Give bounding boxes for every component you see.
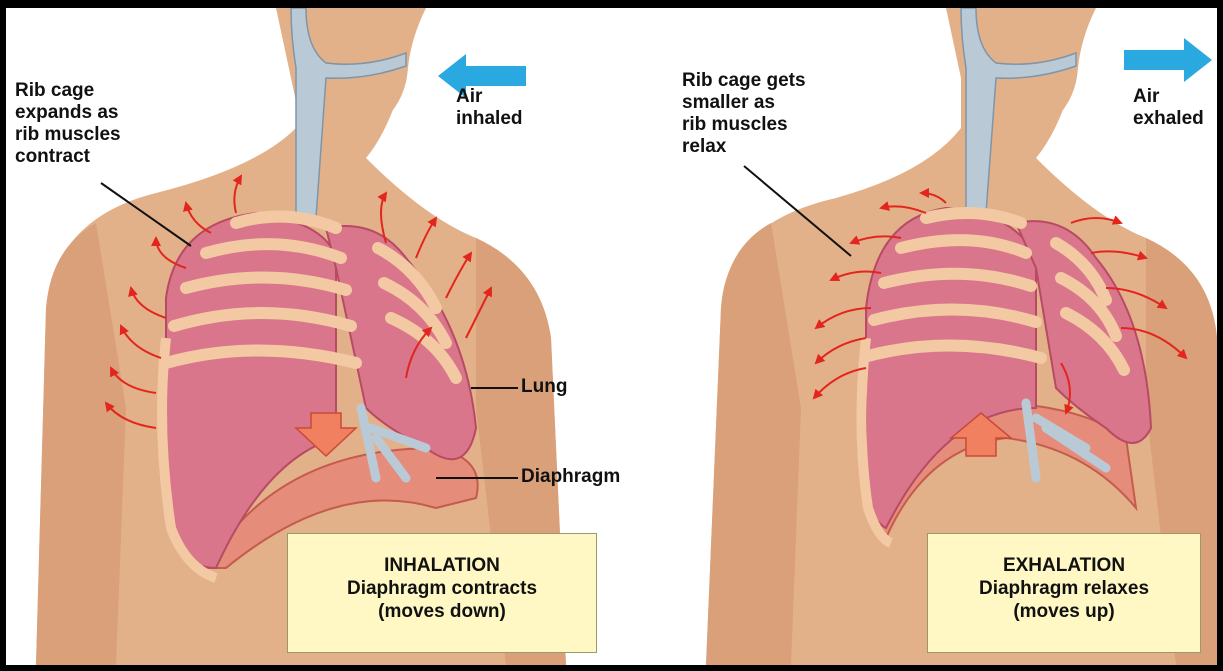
diaphragm-label: Diaphragm xyxy=(521,466,620,488)
exhalation-caption: EXHALATION Diaphragm relaxes (moves up) xyxy=(927,533,1201,653)
inhalation-caption: INHALATION Diaphragm contracts (moves do… xyxy=(287,533,597,653)
diagram-canvas: Rib cage expands as rib muscles contract… xyxy=(6,8,1217,665)
air-exhaled-label: Air exhaled xyxy=(1133,86,1204,130)
inhalation-line1: Diaphragm contracts xyxy=(288,577,596,600)
exhalation-line2: (moves up) xyxy=(928,600,1200,623)
exhalation-line1: Diaphragm relaxes xyxy=(928,577,1200,600)
inhalation-line2: (moves down) xyxy=(288,600,596,623)
exhalation-title: EXHALATION xyxy=(928,554,1200,577)
inhalation-title: INHALATION xyxy=(288,554,596,577)
rib-cage-expands-label: Rib cage expands as rib muscles contract xyxy=(15,80,121,168)
lung-label: Lung xyxy=(521,376,567,398)
air-exhaled-arrow xyxy=(1124,38,1212,82)
rib-cage-smaller-label: Rib cage gets smaller as rib muscles rel… xyxy=(682,70,806,158)
air-inhaled-label: Air inhaled xyxy=(456,86,523,130)
